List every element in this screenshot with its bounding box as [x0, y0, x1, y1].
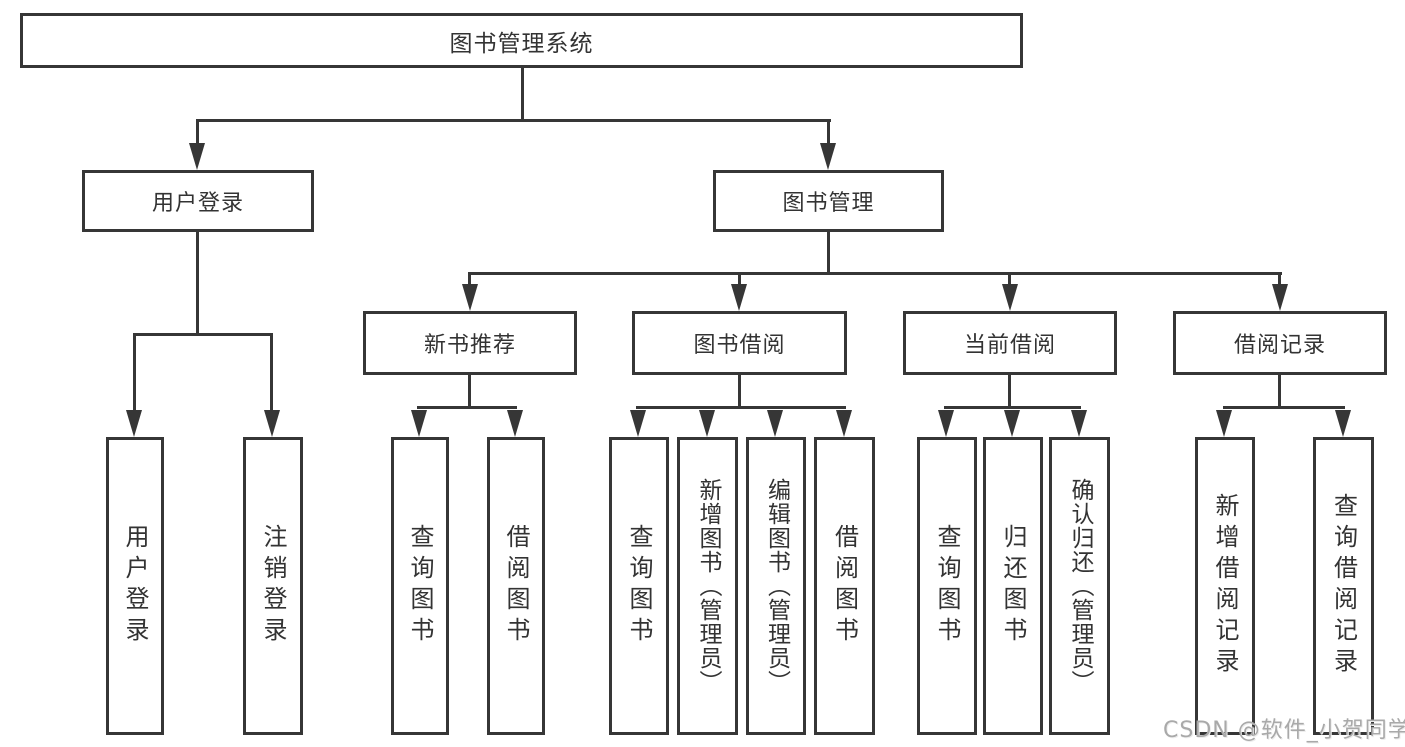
connector-root-stem: [521, 68, 524, 122]
connector-root-split: [196, 119, 831, 122]
node-leaf-bb-query-book: 查询图书: [609, 437, 669, 735]
connector-user-login-split: [133, 333, 273, 336]
node-library-management-system: 图书管理系统: [20, 13, 1023, 68]
node-leaf-bb-add-book-admin: 新增图书（管理员）: [677, 437, 738, 735]
node-leaf-user-login: 用户登录: [106, 437, 164, 735]
arrowhead-down-g3-return: [1004, 410, 1020, 437]
arrowhead-down-leaf-logout: [264, 410, 280, 437]
connector-g1-stem: [468, 375, 471, 408]
arrowhead-down-g4-add: [1216, 410, 1232, 437]
arrowhead-down-g1-query: [411, 410, 427, 437]
connector-drop-book-borrow: [738, 274, 741, 286]
connector-g4-stem: [1278, 375, 1281, 408]
connector-drop-new-book-rec: [468, 274, 471, 286]
connector-user-login-stem: [196, 232, 199, 336]
arrowhead-down-g2-add: [699, 410, 715, 437]
node-leaf-br-query-record: 查询借阅记录: [1313, 437, 1374, 735]
connector-g4-split: [1223, 406, 1345, 409]
connector-drop-leaf-logout: [270, 335, 273, 412]
arrowhead-down-g2-edit: [767, 410, 783, 437]
node-book-management: 图书管理: [713, 170, 944, 232]
arrowhead-down-new-book-rec: [462, 284, 478, 311]
node-user-login: 用户登录: [82, 170, 314, 232]
node-leaf-logout: 注销登录: [243, 437, 303, 735]
node-new-book-recommendation: 新书推荐: [363, 311, 577, 375]
arrowhead-down-g2-borrow: [836, 410, 852, 437]
node-leaf-bb-edit-book-admin: 编辑图书（管理员）: [746, 437, 806, 735]
node-current-borrowing: 当前借阅: [903, 311, 1117, 375]
connector-drop-leaf-login: [133, 335, 136, 412]
node-leaf-br-add-record: 新增借阅记录: [1195, 437, 1255, 735]
connector-drop-borrow-record: [1278, 274, 1281, 286]
arrowhead-down-leaf-login: [126, 410, 142, 437]
connector-g3-split: [944, 406, 1081, 409]
node-leaf-bb-borrow-book: 借阅图书: [814, 437, 875, 735]
arrowhead-down-g1-borrow: [507, 410, 523, 437]
connector-g2-split: [636, 406, 846, 409]
node-leaf-cb-confirm-return-admin: 确认归还（管理员）: [1049, 437, 1110, 735]
arrowhead-down-book-mgmt: [820, 143, 836, 170]
connector-g2-stem: [738, 375, 741, 408]
connector-g1-split: [417, 406, 517, 409]
connector-drop-current-borrow: [1008, 274, 1011, 286]
connector-drop-user-login: [196, 121, 199, 146]
arrowhead-down-g4-query: [1335, 410, 1351, 437]
connector-drop-book-mgmt: [827, 121, 830, 146]
arrowhead-down-book-borrow: [731, 284, 747, 311]
csdn-watermark: CSDN @软件_小贺同学: [1163, 718, 1405, 743]
node-book-borrowing: 图书借阅: [632, 311, 847, 375]
arrowhead-down-current-borrow: [1002, 284, 1018, 311]
arrowhead-down-g3-confirm: [1071, 410, 1087, 437]
arrowhead-down-g3-query: [938, 410, 954, 437]
arrowhead-down-borrow-record: [1272, 284, 1288, 311]
arrowhead-down-user-login: [189, 143, 205, 170]
connector-book-mgmt-split: [468, 272, 1282, 275]
node-leaf-rec-borrow-book: 借阅图书: [487, 437, 545, 735]
connector-g3-stem: [1008, 375, 1011, 408]
node-leaf-rec-query-book: 查询图书: [391, 437, 449, 735]
node-borrowing-records: 借阅记录: [1173, 311, 1387, 375]
node-leaf-cb-query-book: 查询图书: [917, 437, 977, 735]
arrowhead-down-g2-query: [630, 410, 646, 437]
connector-book-mgmt-stem: [827, 232, 830, 275]
node-leaf-cb-return-book: 归还图书: [983, 437, 1043, 735]
